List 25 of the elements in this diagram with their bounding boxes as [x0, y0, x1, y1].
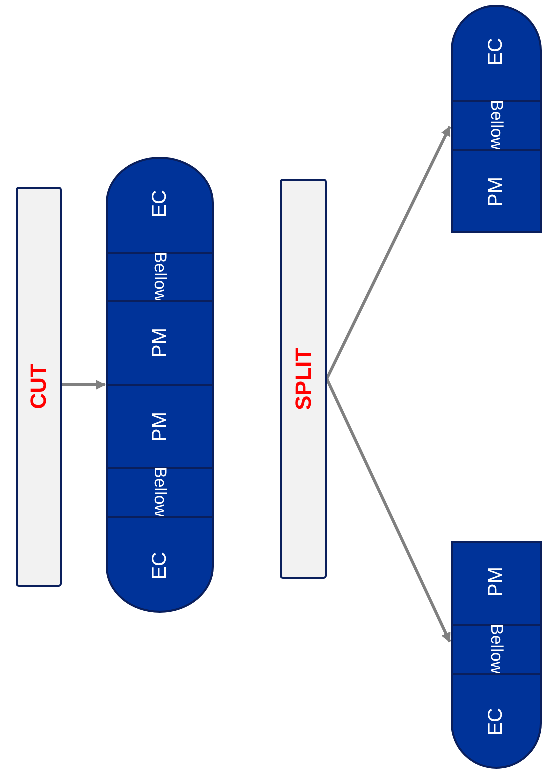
segment-label: EC [485, 708, 508, 736]
segment-label: Bellow [150, 252, 170, 302]
arrow [326, 126, 452, 380]
arrow [326, 378, 452, 643]
magnet-stack [451, 541, 542, 769]
segment-label: PM [148, 328, 172, 358]
stack-segment [453, 624, 540, 673]
segment-label: EC [148, 190, 172, 218]
command-box [16, 187, 62, 587]
stack-segment [453, 100, 540, 149]
arrow [62, 380, 106, 390]
command-box [280, 179, 327, 579]
magnet-stack [451, 5, 542, 233]
segment-label: PM [485, 566, 508, 596]
command-label: CUT [26, 364, 52, 410]
command-label: SPLIT [290, 348, 316, 410]
segment-label: EC [148, 552, 172, 580]
segment-label: Bellow [486, 100, 506, 151]
segment-label: PM [485, 177, 508, 207]
stack-segment [108, 467, 212, 516]
segment-label: Bellow [150, 467, 170, 518]
segment-label: Bellow [486, 624, 506, 675]
segment-label: PM [148, 412, 172, 442]
segment-label: EC [485, 38, 508, 66]
stack-segment [108, 252, 212, 300]
